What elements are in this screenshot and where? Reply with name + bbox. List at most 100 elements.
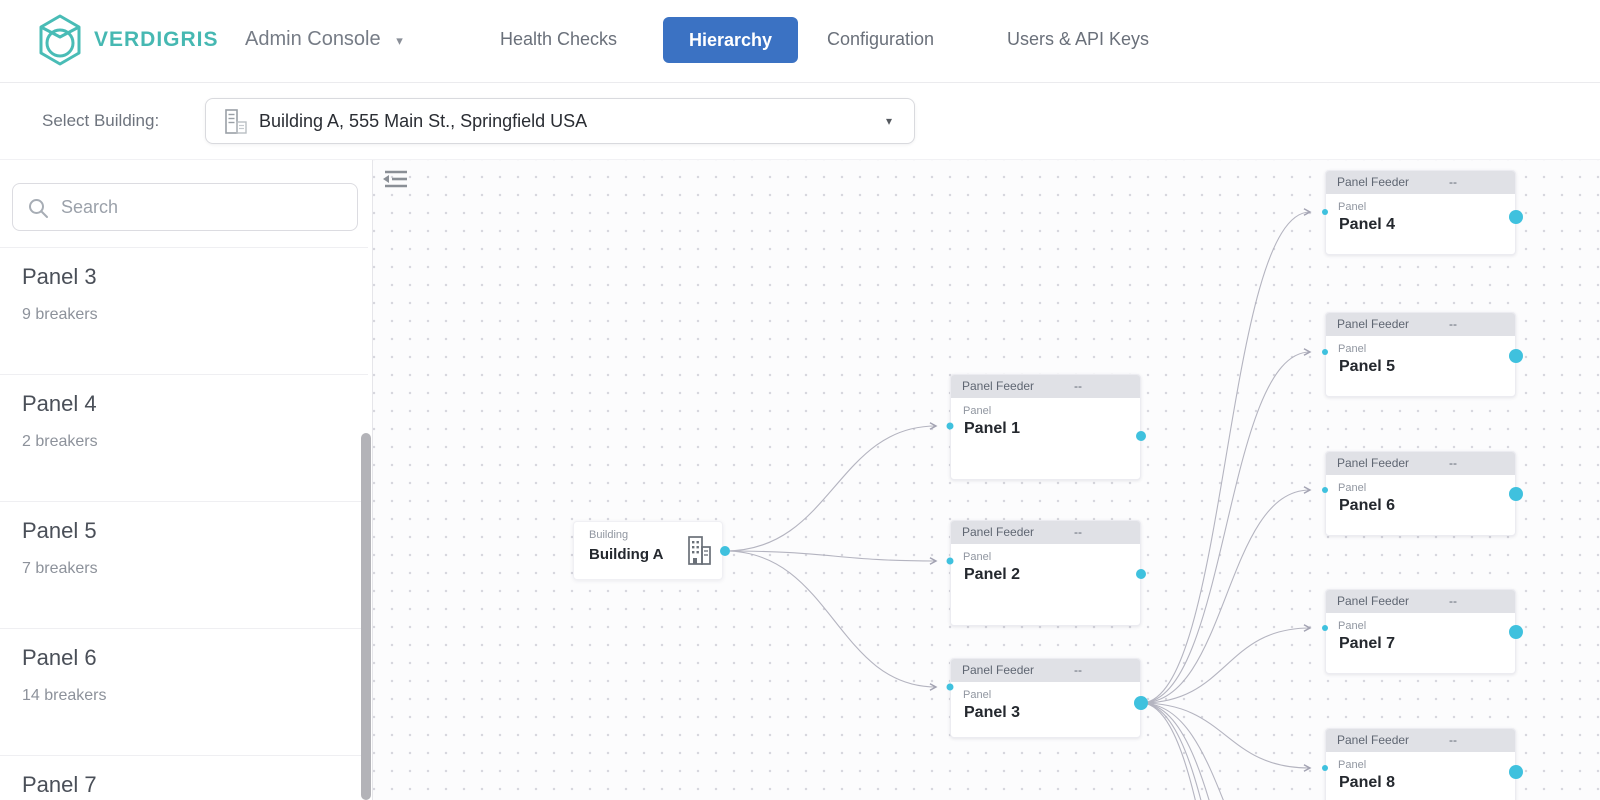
tab-configuration[interactable]: Configuration — [827, 29, 935, 49]
verdigris-logo-icon — [39, 14, 81, 66]
hierarchy-canvas[interactable]: Building Building A Panel Feeder -- Pane… — [373, 160, 1600, 800]
tab-hierarchy[interactable]: Hierarchy — [663, 17, 799, 63]
feeder-value: -- — [1074, 663, 1082, 677]
feeder-label: Panel Feeder — [1337, 594, 1410, 608]
list-item-panel-3[interactable]: Panel 3 9 breakers — [0, 247, 368, 374]
panel-list: Panel 3 9 breakers Panel 4 2 breakers Pa… — [0, 247, 368, 800]
panel-sidebar: Panel 3 9 breakers Panel 4 2 breakers Pa… — [0, 160, 373, 800]
node-header: Panel Feeder -- — [951, 375, 1140, 398]
node-type-label: Panel — [963, 551, 992, 563]
feeder-label: Panel Feeder — [1337, 456, 1410, 470]
node-panel-1[interactable]: Panel Feeder -- Panel Panel 1 — [950, 374, 1141, 480]
node-panel-2[interactable]: Panel Feeder -- Panel Panel 2 — [950, 520, 1141, 626]
feeder-label: Panel Feeder — [1337, 733, 1410, 747]
node-header: Panel Feeder -- — [1326, 729, 1515, 752]
sidebar-scrollbar[interactable] — [361, 433, 371, 800]
breaker-count: 14 breakers — [22, 687, 107, 704]
list-item-panel-6[interactable]: Panel 6 14 breakers — [0, 628, 368, 755]
building-selector-row: Select Building: Building A, 555 Main St… — [0, 83, 1600, 160]
collapse-sidebar-icon[interactable] — [379, 165, 411, 193]
node-header: Panel Feeder -- — [1326, 171, 1515, 194]
feeder-label: Panel Feeder — [1337, 175, 1410, 189]
feeder-label: Panel Feeder — [1337, 317, 1410, 331]
building-icon — [688, 536, 711, 565]
node-name: Building A — [589, 546, 664, 563]
list-item-panel-4[interactable]: Panel 4 2 breakers — [0, 374, 368, 501]
node-name: Panel 7 — [1339, 635, 1396, 652]
node-panel-3[interactable]: Panel Feeder -- Panel Panel 3 — [950, 658, 1141, 738]
edge-panel3-offscreen — [1140, 702, 1224, 800]
list-item-panel-5[interactable]: Panel 5 7 breakers — [0, 501, 368, 628]
feeder-value: -- — [1449, 733, 1457, 747]
list-item-panel-7[interactable]: Panel 7 — [0, 755, 368, 800]
node-header: Panel Feeder -- — [951, 521, 1140, 544]
edge-panel3-offscreen — [1140, 702, 1210, 800]
edge-panel3-panel4 — [1140, 208, 1312, 704]
feeder-label: Panel Feeder — [962, 525, 1035, 539]
node-header: Panel Feeder -- — [1326, 590, 1515, 613]
node-type-label: Panel — [1338, 759, 1367, 771]
node-type-label: Building — [589, 529, 629, 541]
node-building-a[interactable]: Building Building A — [573, 521, 723, 580]
edge-building-panel3 — [724, 550, 938, 691]
feeder-value: -- — [1449, 456, 1457, 470]
breaker-count: 2 breakers — [22, 433, 98, 450]
panel-name: Panel 4 — [22, 391, 97, 416]
node-header: Panel Feeder -- — [1326, 313, 1515, 336]
node-type-label: Panel — [1338, 482, 1367, 494]
panel-name: Panel 6 — [22, 645, 97, 670]
chevron-down-icon: ▾ — [885, 114, 892, 128]
search-icon — [29, 199, 48, 218]
breaker-count: 9 breakers — [22, 306, 98, 323]
node-name: Panel 2 — [964, 566, 1021, 583]
top-nav-bar: VERDIGRIS Admin Console ▾ Health Checks … — [0, 0, 1600, 83]
node-panel-7[interactable]: Panel Feeder -- Panel Panel 7 — [1325, 589, 1516, 674]
edge-panel3-panel8 — [1140, 702, 1312, 772]
node-panel-5[interactable]: Panel Feeder -- Panel Panel 5 — [1325, 312, 1516, 397]
node-name: Panel 3 — [964, 704, 1021, 721]
breaker-count: 7 breakers — [22, 560, 98, 577]
node-panel-8[interactable]: Panel Feeder -- Panel Panel 8 — [1325, 728, 1516, 800]
node-type-label: Panel — [1338, 343, 1367, 355]
edge-panel3-panel5 — [1140, 348, 1312, 704]
building-select-value: Building A, 555 Main St., Springfield US… — [259, 111, 588, 131]
node-name: Panel 5 — [1339, 358, 1396, 375]
node-panel-4[interactable]: Panel Feeder -- Panel Panel 4 — [1325, 170, 1516, 255]
search-input[interactable] — [61, 185, 351, 229]
node-header: Panel Feeder -- — [1326, 452, 1515, 475]
chevron-down-icon: ▾ — [396, 33, 403, 48]
node-type-label: Panel — [1338, 620, 1367, 632]
feeder-value: -- — [1449, 317, 1457, 331]
workspace-label: Admin Console — [245, 28, 381, 50]
panel-name: Panel 5 — [22, 518, 97, 543]
building-icon — [225, 109, 247, 134]
node-panel-6[interactable]: Panel Feeder -- Panel Panel 6 — [1325, 451, 1516, 536]
feeder-label: Panel Feeder — [962, 379, 1035, 393]
node-name: Panel 1 — [964, 420, 1021, 437]
feeder-value: -- — [1074, 379, 1082, 393]
node-name: Panel 8 — [1339, 774, 1396, 791]
workspace-dropdown[interactable]: Admin Console ▾ — [245, 28, 403, 51]
panel-name: Panel 3 — [22, 264, 97, 289]
edge-panel3-panel7 — [1140, 624, 1312, 704]
node-name: Panel 4 — [1339, 216, 1396, 233]
panel-name: Panel 7 — [22, 772, 97, 797]
tab-health-checks[interactable]: Health Checks — [500, 29, 618, 49]
node-header: Panel Feeder -- — [951, 659, 1140, 682]
feeder-value: -- — [1449, 594, 1457, 608]
node-type-label: Panel — [1338, 201, 1367, 213]
brand-name: VERDIGRIS — [94, 28, 219, 51]
edge-panel3-offscreen — [1140, 702, 1196, 800]
building-select[interactable]: Building A, 555 Main St., Springfield US… — [205, 98, 915, 144]
feeder-label: Panel Feeder — [962, 663, 1035, 677]
edge-building-panel1 — [724, 422, 938, 552]
edge-building-panel2 — [724, 550, 938, 565]
building-selector-label: Select Building: — [42, 111, 160, 130]
node-type-label: Panel — [963, 689, 992, 701]
node-name: Panel 6 — [1339, 497, 1396, 514]
feeder-value: -- — [1074, 525, 1082, 539]
search-box — [12, 183, 358, 231]
feeder-value: -- — [1449, 175, 1457, 189]
node-type-label: Panel — [963, 405, 992, 417]
tab-users-api-keys[interactable]: Users & API Keys — [1007, 29, 1150, 49]
